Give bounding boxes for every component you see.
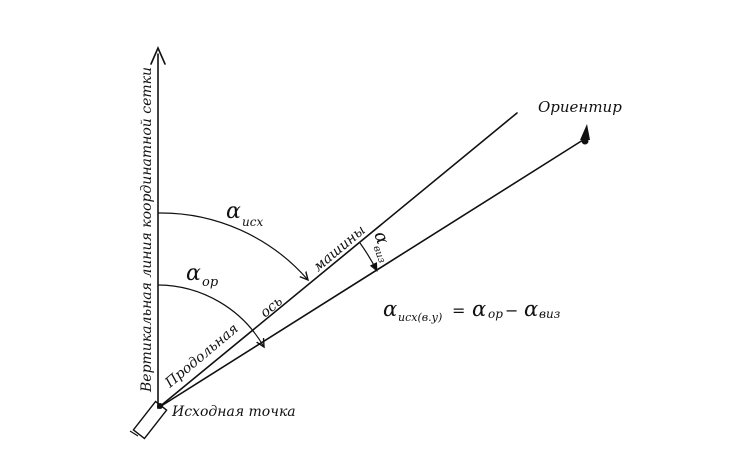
start-point-label: Исходная точка xyxy=(171,404,296,420)
axis-label-word2: ось xyxy=(257,293,286,321)
vehicle-axis-line xyxy=(157,112,518,409)
alpha-isx-subscript: исх xyxy=(242,215,263,229)
alpha-op-symbol: α xyxy=(186,261,201,286)
formula-sub1: исх(в.у) xyxy=(398,311,442,324)
alpha-op-subscript: ор xyxy=(202,275,219,290)
angle-arc-alpha-isx xyxy=(157,212,308,280)
angle-arc-alpha-viz xyxy=(359,242,378,272)
formula: α исх(в.у) = α ор − α виз xyxy=(383,297,560,324)
alpha-isx-symbol: α xyxy=(226,199,241,224)
formula-alpha3: α xyxy=(524,297,538,321)
alpha-isx-label: α исх xyxy=(226,199,263,229)
landmark-marker xyxy=(580,124,590,145)
landmark-label: Ориентир xyxy=(538,98,622,116)
formula-alpha2: α xyxy=(472,297,486,321)
angle-arc-alpha-op xyxy=(157,284,264,347)
alpha-viz-subscript: виз xyxy=(371,244,387,264)
sight-line xyxy=(157,139,584,409)
axis-label-word3: машины xyxy=(310,222,368,275)
alpha-op-label: α ор xyxy=(186,261,219,290)
formula-sub3: виз xyxy=(539,307,560,321)
formula-minus: − xyxy=(505,301,518,320)
vertical-line-label: Вертикальная линия координатной сетки xyxy=(139,67,155,393)
start-point-vehicle xyxy=(129,400,168,440)
formula-alpha1: α xyxy=(383,297,397,321)
vertical-line-arrowhead xyxy=(150,46,166,65)
formula-sub2: ор xyxy=(488,307,503,321)
formula-equals: = xyxy=(452,301,465,320)
